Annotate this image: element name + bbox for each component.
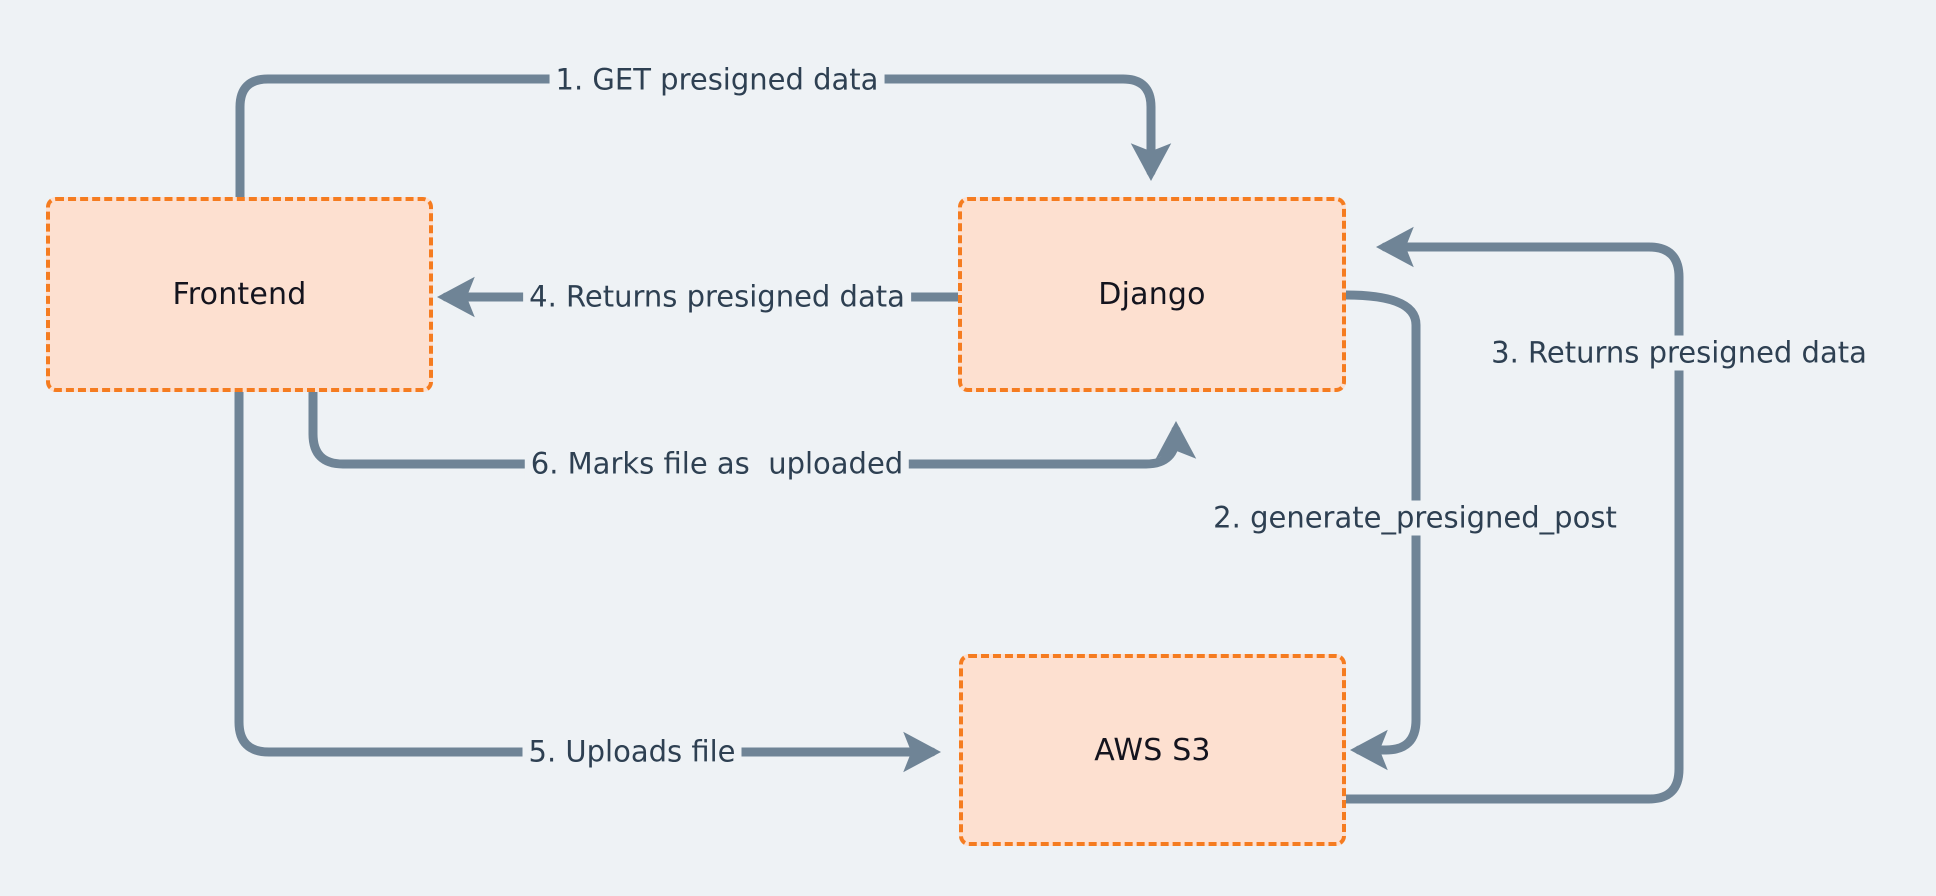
node-frontend[interactable]: Frontend — [46, 197, 433, 392]
edge-label-1: 1. GET presigned data — [549, 62, 885, 98]
edge-label-3: 3. Returns presigned data — [1485, 335, 1873, 371]
edge-label-4: 4. Returns presigned data — [523, 279, 911, 315]
node-aws-s3-label: AWS S3 — [1094, 732, 1211, 768]
node-frontend-label: Frontend — [172, 277, 307, 312]
edge-label-5: 5. Uploads file — [522, 734, 742, 770]
edge-path-3 — [1341, 226, 1684, 804]
node-django[interactable]: Django — [958, 197, 1346, 392]
edge-label-2: 2. generate_presigned_post — [1207, 500, 1623, 536]
node-aws-s3[interactable]: AWS S3 — [959, 654, 1346, 846]
edge-path-5 — [234, 387, 941, 773]
edge-label-6: 6. Marks file as uploaded — [524, 446, 910, 482]
edge-path-2 — [1341, 290, 1421, 771]
node-django-label: Django — [1098, 277, 1206, 312]
